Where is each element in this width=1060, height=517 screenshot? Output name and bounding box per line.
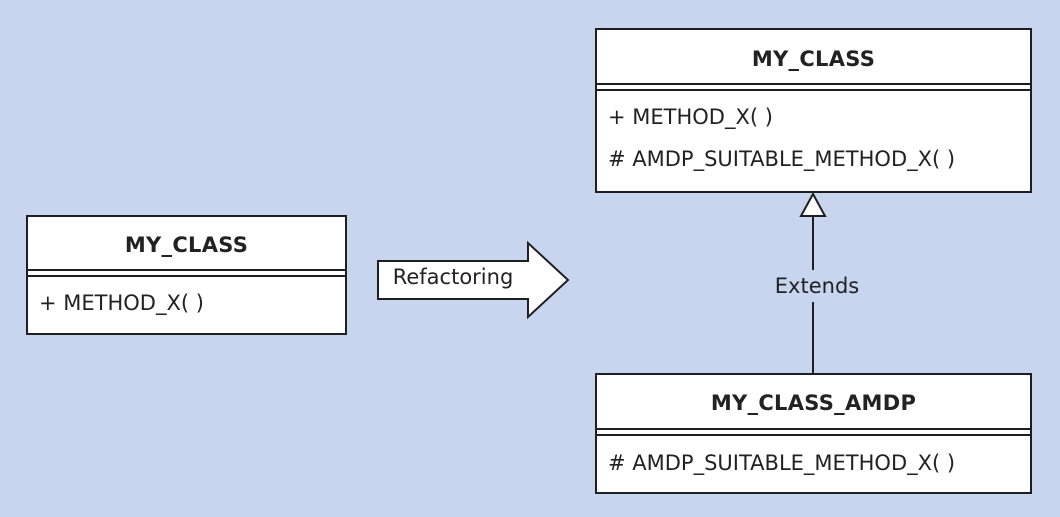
refactoring-label: Refactoring <box>392 265 514 289</box>
class-box-my-class-amdp: MY_CLASS_AMDP # AMDP_SUITABLE_METHOD_X( … <box>595 373 1032 494</box>
method-item: + METHOD_X( ) <box>39 291 204 315</box>
method-item: # AMDP_SUITABLE_METHOD_X( ) <box>608 147 956 171</box>
class-name: MY_CLASS <box>751 47 876 71</box>
class-separator <box>597 428 1030 436</box>
method-list: + METHOD_X( ) # AMDP_SUITABLE_METHOD_X( … <box>597 91 1030 180</box>
class-box-my-class-original: MY_CLASS + METHOD_X( ) <box>26 215 347 335</box>
class-separator <box>597 83 1030 91</box>
method-item: + METHOD_X( ) <box>608 105 773 129</box>
inheritance-arrowhead <box>799 192 827 217</box>
class-separator <box>28 269 345 277</box>
class-name: MY_CLASS <box>124 233 249 257</box>
method-list: # AMDP_SUITABLE_METHOD_X( ) <box>597 436 1030 486</box>
class-name: MY_CLASS_AMDP <box>710 391 917 415</box>
class-box-my-class: MY_CLASS + METHOD_X( ) # AMDP_SUITABLE_M… <box>595 28 1032 193</box>
extends-label: Extends <box>752 270 882 302</box>
method-list: + METHOD_X( ) <box>28 277 345 323</box>
method-item: # AMDP_SUITABLE_METHOD_X( ) <box>608 451 956 475</box>
refactoring-arrow <box>377 241 570 319</box>
